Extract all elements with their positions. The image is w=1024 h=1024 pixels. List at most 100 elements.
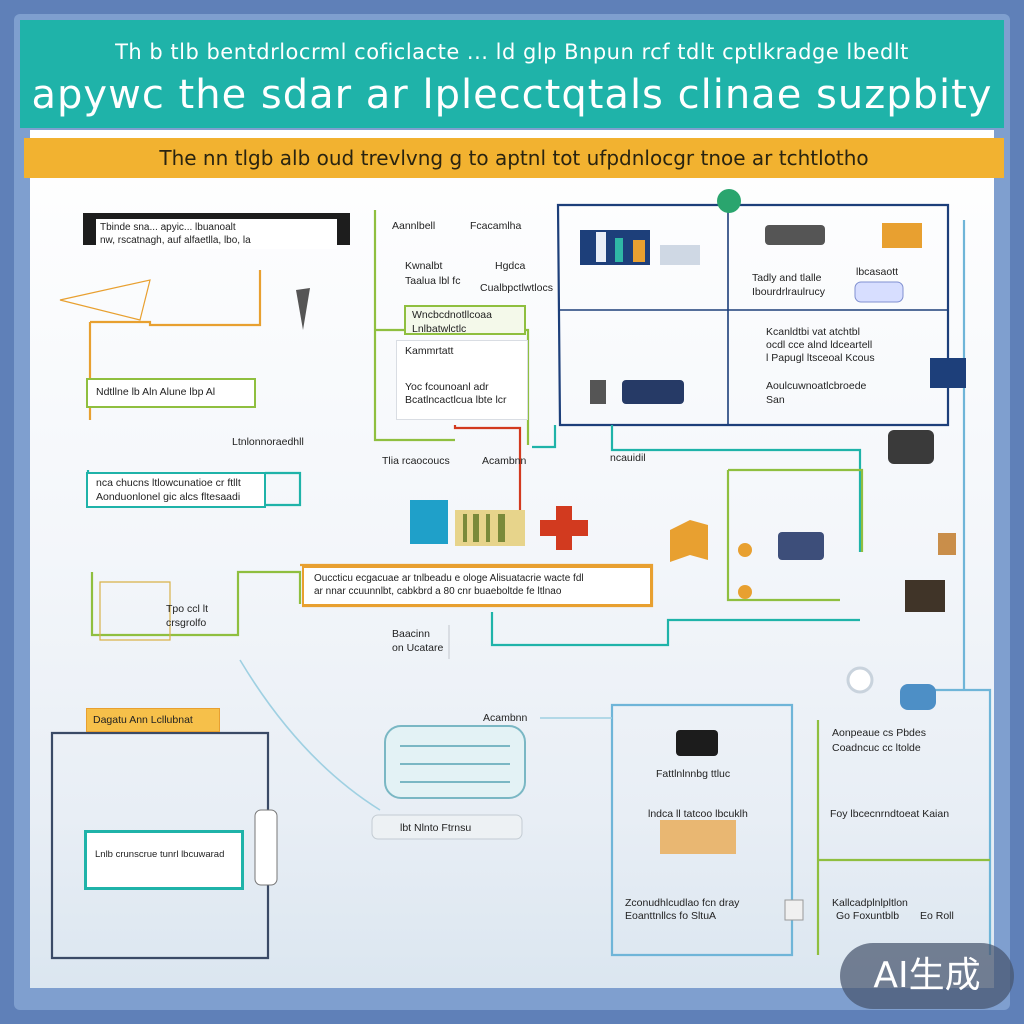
center-top-item-5: Hgdca	[495, 260, 526, 272]
right-top-item-5: l Papugl ltsceoal Kcous	[766, 352, 875, 364]
left-c-line-1: Tpo ccl lt	[166, 603, 209, 615]
bottom-right-item-10: Eo Roll	[920, 910, 954, 922]
right-top-item-3: Kcanldtbi vat atchtbl	[766, 326, 860, 338]
connector-blue-right	[610, 220, 992, 957]
small-box-icon	[784, 899, 804, 921]
sketch-building-icon	[99, 581, 171, 641]
bottom-right-item-3: Fattlnlnnbg ttluc	[656, 768, 731, 780]
dark-box-line-1: Tbinde sna... apyic... lbuanoalt	[100, 222, 236, 233]
left-c-box: Tpo ccl lt crsgrolfo	[160, 600, 250, 634]
bottom-right-item-8: Kallcadplnlpltlon	[832, 897, 908, 909]
center-text-box: Kammrtatt Yoc fcounoanl adr Bcatlncactlc…	[396, 340, 528, 420]
center-top-item-7: Tlia rcaocoucs	[382, 455, 450, 467]
illustration-group	[59, 189, 966, 921]
connector-green-right	[726, 468, 864, 602]
center-green-line-2: Lnlbatwlctlc	[412, 322, 467, 335]
brown-sack-icon	[938, 533, 956, 555]
banner-text: The nn tlgb alb oud trevlvng g to aptnl …	[159, 146, 869, 170]
connector-green-left	[90, 570, 302, 637]
ring-node-icon	[846, 666, 874, 694]
center-green-box: Wncbcdnotllcoaa Lnlbatwlctlc	[404, 305, 526, 335]
top-left-dark-box: Tbinde sna... apyic... lbuanoalt nw, rsc…	[83, 213, 350, 249]
connector-light-bottom	[239, 659, 612, 811]
header-subtitle: Th b tlb bentdrlocrml coficlacte ... ld …	[115, 40, 909, 64]
right-top-item-1: Tadly and tlalle Ibourdrlraulrucy	[752, 272, 825, 298]
connector-red	[453, 425, 522, 545]
orange-box-icon	[882, 223, 922, 248]
right-top-item-4: ocdl cce alnd ldceartell	[766, 339, 873, 351]
center-small-box: Baacinn on Ucatare	[388, 625, 450, 659]
banner: The nn tlgb alb oud trevlvng g to aptnl …	[24, 138, 1004, 178]
box-stack-icon	[905, 580, 945, 612]
bottom-center-label: lbt Nlnto Ftrnsu	[400, 822, 472, 834]
right-top-item-7: San	[766, 394, 785, 406]
connector-green-bottom	[816, 720, 990, 955]
connector-orange-center	[300, 563, 654, 608]
sketch-lines-icon	[59, 279, 151, 321]
center-top-item-3: Kwnalbt	[405, 260, 443, 272]
center-text-line-1: Yoc fcounoanl adr	[405, 380, 489, 393]
left-b-heading: Ltnlonnoraedhll	[232, 436, 304, 448]
bottom-right-item-1: Aonpeaue cs Pbdes	[832, 727, 926, 739]
pen-icon	[296, 288, 310, 330]
center-small-line-1: Baacinn	[392, 628, 430, 640]
center-green-line-1: Wncbcdnotllcoaa	[412, 309, 492, 321]
left-c-line-2: crsgrolfo	[166, 616, 207, 629]
bottom-right-item-4: lndca ll tatcoo lbcuklh	[648, 808, 748, 820]
black-device-icon	[676, 730, 718, 756]
orange-dot-2-icon	[738, 585, 752, 599]
center-text-line-2: Bcatlncactlcua lbte lcr	[405, 394, 507, 407]
node-circle-icon	[717, 189, 741, 213]
connector-teal-center	[490, 612, 860, 647]
left-tag-box: Dagatu Ann Lcllubnat	[86, 708, 220, 732]
bottom-right-item-2: Coadncuc cc ltolde	[832, 742, 921, 754]
connector-navy-divider	[558, 205, 948, 425]
cabinet-icon	[384, 725, 526, 799]
center-small-tag: Acambnn	[482, 455, 527, 467]
header-bar: Th b tlb bentdrlocrml coficlacte ... ld …	[20, 20, 1004, 128]
cylinder-icon	[900, 684, 936, 710]
printer-icon	[778, 532, 824, 560]
left-b-box: nca chucns ltlowcunatioe cr ftllt Aonduo…	[86, 472, 266, 508]
red-cross-icon	[540, 506, 588, 550]
bottom-right-item-7: Eoanttnllcs fo SltuA	[625, 910, 717, 922]
left-b-line-2: Aonduonlonel gic alcs fltesaadi	[96, 490, 241, 503]
bottom-right-item-6: Zconudhlcudlao fcn dray	[625, 897, 740, 909]
connector-teal-mid	[532, 425, 862, 552]
device-icon	[765, 225, 825, 245]
center-wide-line-1: Ouccticu ecgacuae ar tnlbeadu e ologe Al…	[314, 573, 584, 584]
bottom-right-item-5: Foy lbcecnrndtoeat Kaian	[830, 808, 950, 820]
lower-left-bar-box: Lnlb crunscrue tunrl lbcuwarad	[84, 830, 244, 890]
center-top-item-2: Fcacamlha	[470, 220, 522, 232]
camera-icon	[888, 430, 934, 464]
center-wide-box: Ouccticu ecgacuae ar tnlbeadu e ologe Al…	[302, 566, 652, 606]
connector-teal-top	[556, 203, 950, 427]
center-small-line-2: on Ucatare	[392, 641, 444, 654]
left-tag-label: Dagatu Ann Lcllubnat	[93, 714, 193, 726]
left-b-line-1: nca chucns ltlowcunatioe cr ftllt	[96, 477, 241, 489]
center-text-heading: Kammrtatt	[405, 345, 454, 357]
scroll-icon	[254, 809, 278, 886]
header-title: apywc the sdar ar lplecctqtals clinae su…	[31, 72, 993, 118]
projector-icon	[854, 281, 904, 303]
tan-tube-icon	[660, 820, 736, 854]
left-a-label: Ndtllne lb Aln Alune lbp Al	[96, 386, 216, 398]
left-a-box: Ndtllne lb Aln Alune lbp Al	[86, 378, 256, 408]
gear-device-icon	[590, 380, 606, 404]
center-top-item-4: Taalua lbl fc	[405, 275, 461, 287]
right-top-item-2: lbcasaott	[856, 266, 899, 278]
orange-dot-icon	[738, 543, 752, 557]
orange-book-icon	[670, 520, 708, 562]
right-top-item-6: Aoulcuwnoatlcbroede	[766, 380, 867, 392]
bottom-center-tag: Acambnn	[483, 712, 528, 724]
dark-panel-icon	[622, 380, 684, 404]
teal-building-icon	[410, 500, 448, 544]
bottom-right-item-9: Go Foxuntblb	[836, 910, 900, 922]
flag-icon	[930, 358, 966, 388]
right-center-small: ncauidil	[610, 452, 646, 464]
lower-left-bar-label: Lnlb crunscrue tunrl lbcuwarad	[95, 849, 225, 860]
connector-blue-lower-left	[50, 731, 270, 960]
dark-box-line-2: nw, rscatnagh, auf alfaetlla, lbo, la	[100, 235, 251, 246]
ai-generated-badge: AI生成	[840, 943, 1014, 1009]
tray-icon	[371, 814, 523, 840]
